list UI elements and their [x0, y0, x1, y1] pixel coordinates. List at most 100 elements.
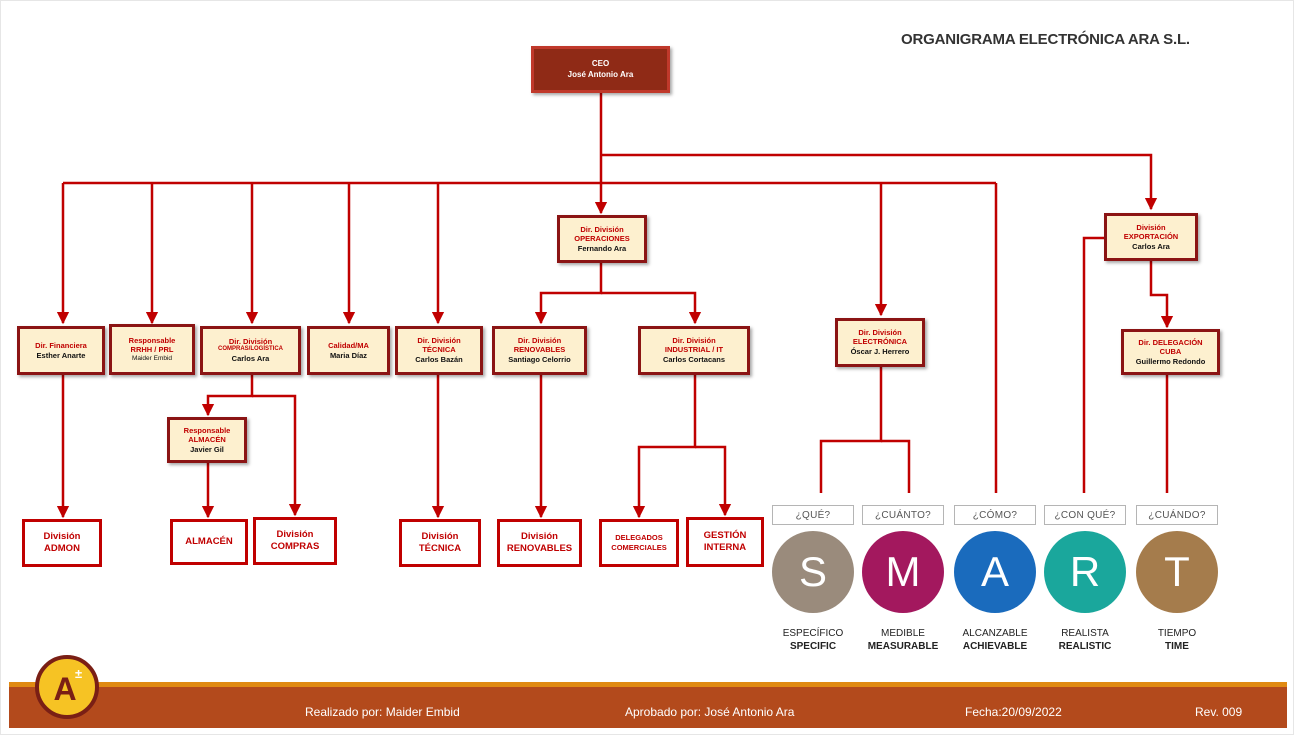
box-person: Santiago Celorrio — [508, 355, 571, 365]
box-role: ELECTRÓNICA — [852, 337, 908, 347]
division-label: DELEGADOS — [615, 533, 663, 543]
division-tecnica: División TÉCNICA — [399, 519, 481, 567]
smart-question-r: ¿CON QUÉ? — [1044, 505, 1126, 525]
box-role: Dir. Financiera — [35, 340, 87, 350]
box-dir-renovables: Dir. División RENOVABLES Santiago Celorr… — [492, 326, 587, 375]
division-label: ALMACÉN — [185, 535, 233, 547]
box-role: Calidad/MA — [328, 340, 369, 350]
box-person: José Antonio Ara — [567, 69, 634, 79]
box-role: TÉCNICA — [422, 345, 456, 355]
division-almacen: ALMACÉN — [170, 519, 248, 565]
box-person: Carlos Bazán — [415, 355, 463, 365]
smart-label-en: SPECIFIC — [789, 641, 837, 652]
box-dir-electronica: Dir. División ELECTRÓNICA Óscar J. Herre… — [835, 318, 925, 367]
division-label: División — [276, 528, 314, 540]
footer-date: Fecha:20/09/2022 — [965, 705, 1062, 719]
logo-letter: A — [53, 670, 77, 707]
box-dir-delegacion-cuba: Dir. DELEGACIÓN CUBA Guillermo Redondo — [1121, 329, 1220, 375]
division-label: INTERNA — [703, 542, 747, 553]
division-delegados-comerciales: DELEGADOS COMERCIALES — [599, 519, 679, 567]
box-role: CEO — [591, 59, 610, 69]
smart-circle-t: T — [1136, 531, 1218, 613]
box-responsable-almacen: Responsable ALMACÉN Javier Gil — [167, 417, 247, 463]
division-label: RENOVABLES — [506, 543, 573, 554]
box-person: Guillermo Redondo — [1135, 356, 1206, 366]
box-responsable-rrhh: Responsable RRHH / PRL Maider Embid — [109, 324, 195, 375]
division-label: División — [421, 530, 459, 542]
box-role: Dir. División — [858, 328, 902, 338]
logo-plus-minus: ± — [75, 666, 83, 681]
division-admon: División ADMON — [22, 519, 102, 567]
box-role: Dir. División — [228, 337, 273, 347]
box-role: División — [1136, 222, 1166, 232]
smart-circle-m: M — [862, 531, 944, 613]
box-role: Dir. División — [672, 336, 716, 346]
box-role: Dir. DELEGACIÓN — [1138, 337, 1203, 347]
division-label: COMERCIALES — [611, 543, 667, 552]
smart-label-en: MEASURABLE — [867, 641, 939, 652]
smart-question-a: ¿CÓMO? — [954, 505, 1036, 525]
box-person: Fernando Ara — [577, 243, 627, 253]
smart-label-m: MEDIBLE MEASURABLE — [855, 627, 951, 653]
smart-label-es: ALCANZABLE — [962, 628, 1028, 639]
division-label: GESTIÓN — [703, 529, 747, 541]
box-role: Responsable — [128, 335, 176, 345]
smart-label-t: TIEMPO TIME — [1129, 627, 1225, 653]
smart-circle-s: S — [772, 531, 854, 613]
smart-label-en: ACHIEVABLE — [962, 641, 1028, 652]
box-role: RENOVABLES — [513, 345, 566, 355]
box-person: Esther Anarte — [36, 350, 86, 360]
box-division-exportacion: División EXPORTACIÓN Carlos Ara — [1104, 213, 1198, 261]
footer-revision: Rev. 009 — [1195, 705, 1243, 719]
box-dir-financiera: Dir. Financiera Esther Anarte — [17, 326, 105, 375]
box-person: Carlos Cortacans — [662, 355, 726, 365]
division-label: COMPRAS — [270, 541, 320, 552]
box-person: Carlos Ara — [1132, 241, 1170, 251]
company-logo-icon: A ± — [35, 655, 99, 719]
division-renovables: División RENOVABLES — [497, 519, 582, 567]
smart-label-es: MEDIBLE — [881, 628, 925, 639]
smart-label-es: ESPECÍFICO — [782, 628, 844, 639]
box-person: Carlos Ara — [231, 354, 270, 364]
division-compras: División COMPRAS — [253, 517, 337, 565]
smart-circle-r: R — [1044, 531, 1126, 613]
box-person: Maria Díaz — [329, 350, 368, 360]
box-person: Maider Embid — [131, 354, 173, 362]
smart-circle-a: A — [954, 531, 1036, 613]
box-role: OPERACIONES — [574, 233, 630, 243]
division-label: División — [43, 530, 81, 542]
box-role: Dir. División — [580, 224, 624, 234]
ceo-box: CEO José Antonio Ara — [531, 46, 670, 93]
box-role: Dir. División — [417, 336, 461, 346]
box-person: Óscar J. Herrero — [850, 347, 910, 357]
smart-label-s: ESPECÍFICO SPECIFIC — [765, 627, 861, 653]
division-label: TÉCNICA — [418, 543, 462, 554]
box-role: INDUSTRIAL / IT — [664, 345, 724, 355]
page-title: ORGANIGRAMA ELECTRÓNICA ARA S.L. — [901, 31, 1190, 48]
box-dir-tecnica: Dir. División TÉCNICA Carlos Bazán — [395, 326, 483, 375]
division-label: ADMON — [44, 543, 80, 554]
box-role: Responsable — [183, 425, 231, 435]
footer-accent-line — [9, 682, 1287, 687]
division-label: División — [521, 530, 558, 542]
smart-question-t: ¿CUÁNDO? — [1136, 505, 1218, 525]
box-dir-industrial: Dir. División INDUSTRIAL / IT Carlos Cor… — [638, 326, 750, 375]
box-dir-compras: Dir. División COMPRAS/LOGÍSTICA Carlos A… — [200, 326, 301, 375]
smart-label-a: ALCANZABLE ACHIEVABLE — [947, 627, 1043, 653]
smart-label-en: TIME — [1165, 641, 1189, 652]
smart-label-en: REALISTIC — [1058, 641, 1112, 652]
box-calidad: Calidad/MA Maria Díaz — [307, 326, 390, 375]
box-role: EXPORTACIÓN — [1123, 231, 1179, 241]
footer-made-by: Realizado por: Maider Embid — [305, 705, 460, 719]
smart-label-es: TIEMPO — [1157, 628, 1197, 639]
footer-approved-by: Aprobado por: José Antonio Ara — [625, 705, 795, 719]
smart-label-es: REALISTA — [1061, 628, 1109, 639]
box-person: Javier Gil — [190, 444, 224, 454]
smart-question-m: ¿CUÁNTO? — [862, 505, 944, 525]
box-role: CUBA — [1159, 346, 1182, 356]
smart-question-s: ¿QUÉ? — [772, 505, 854, 525]
box-role: COMPRAS/LOGÍSTICA — [217, 346, 283, 353]
box-role: Dir. División — [517, 336, 562, 346]
